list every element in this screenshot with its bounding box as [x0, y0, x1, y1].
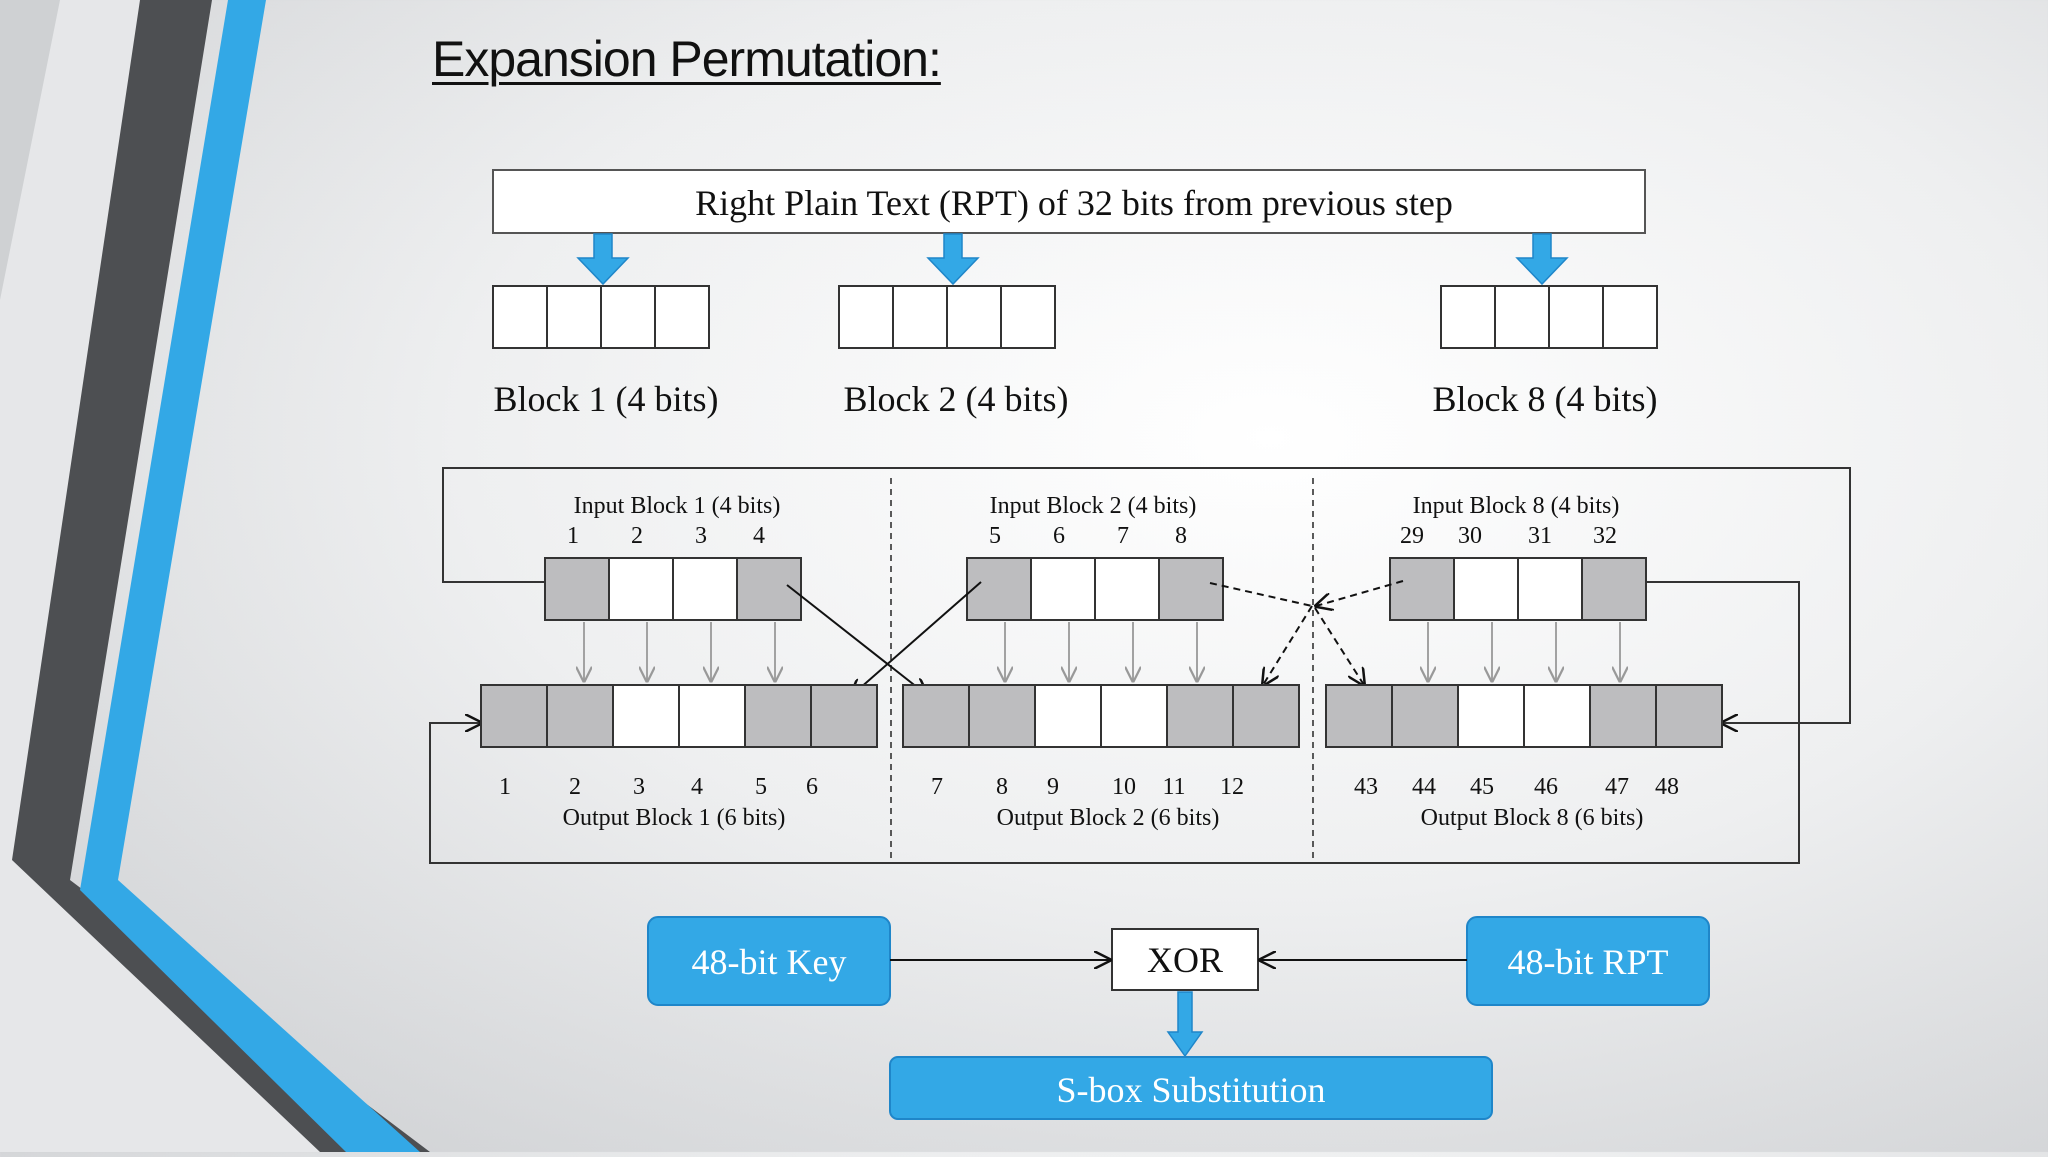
- output-block-8: [1325, 684, 1723, 748]
- down-arrow-icon: [1166, 991, 1204, 1058]
- key-box-label: 48-bit Key: [692, 942, 847, 982]
- output-block-1: [480, 684, 878, 748]
- input-bit-number: 5: [989, 523, 1001, 549]
- output-bit-number: 10: [1112, 774, 1136, 800]
- output-bit-number: 1: [499, 774, 511, 800]
- input-bit-number: 4: [753, 523, 765, 549]
- input-bit-number: 32: [1593, 523, 1617, 549]
- input-bit-number: 29: [1400, 523, 1424, 549]
- input-bit-number: 31: [1528, 523, 1552, 549]
- output-block-8-label: Output Block 8 (6 bits): [1421, 805, 1644, 831]
- output-block-1-label: Output Block 1 (6 bits): [563, 805, 786, 831]
- output-bit-number: 12: [1220, 774, 1244, 800]
- bit-mapping-arrows: [584, 622, 1620, 681]
- output-bit-number: 46: [1534, 774, 1558, 800]
- top-block-1: [492, 285, 710, 349]
- output-bit-number: 5: [755, 774, 767, 800]
- rpt-box-label: Right Plain Text (RPT) of 32 bits from p…: [695, 183, 1453, 223]
- input-block-2-label: Input Block 2 (4 bits): [990, 493, 1197, 519]
- page-title: Expansion Permutation:: [432, 31, 942, 87]
- output-bit-number: 45: [1470, 774, 1494, 800]
- input-bit-number: 6: [1053, 523, 1065, 549]
- output-block-2-label: Output Block 2 (6 bits): [997, 805, 1220, 831]
- output-bit-number: 47: [1605, 774, 1629, 800]
- sbox-box: [889, 1056, 1493, 1120]
- output-bit-number: 8: [996, 774, 1008, 800]
- top-block-8: [1440, 285, 1658, 349]
- output-bit-number: 44: [1412, 774, 1436, 800]
- block-2-label: Block 2 (4 bits): [844, 379, 1069, 419]
- rpt48-box-label: 48-bit RPT: [1507, 942, 1668, 982]
- input-bit-number: 3: [695, 523, 707, 549]
- input-block-2: [966, 557, 1224, 621]
- sbox-box-label: S-box Substitution: [1056, 1070, 1325, 1110]
- input-block-1: [544, 557, 802, 621]
- output-bit-number: 43: [1354, 774, 1378, 800]
- xor-box: [1111, 928, 1259, 991]
- input-block-8: [1389, 557, 1647, 621]
- down-arrow-icon: [576, 233, 1569, 286]
- left-decorative-stripes: [0, 0, 430, 1152]
- input-bit-number: 1: [567, 523, 579, 549]
- output-bit-number: 3: [633, 774, 645, 800]
- xor-box-label: XOR: [1147, 940, 1223, 980]
- output-bit-number: 11: [1162, 774, 1185, 800]
- block-1-label: Block 1 (4 bits): [494, 379, 719, 419]
- output-bit-number: 48: [1655, 774, 1679, 800]
- output-bit-number: 7: [931, 774, 943, 800]
- input-bit-number: 7: [1117, 523, 1129, 549]
- dashed-cross-arrows: [1209, 580, 1404, 685]
- output-bit-number: 9: [1047, 774, 1059, 800]
- output-block-2: [902, 684, 1300, 748]
- rpt-box: [492, 169, 1646, 234]
- input-block-8-label: Input Block 8 (4 bits): [1413, 493, 1620, 519]
- input-block-1-label: Input Block 1 (4 bits): [574, 493, 781, 519]
- input-bit-number: 8: [1175, 523, 1187, 549]
- block-8-label: Block 8 (4 bits): [1433, 379, 1658, 419]
- frame-lines: [429, 467, 1851, 864]
- cross-arrows: [786, 581, 982, 696]
- input-bit-number: 2: [631, 523, 643, 549]
- output-bit-number: 2: [569, 774, 581, 800]
- output-bit-number: 6: [806, 774, 818, 800]
- input-bit-number: 30: [1458, 523, 1482, 549]
- top-block-2: [838, 285, 1056, 349]
- output-bit-number: 4: [691, 774, 703, 800]
